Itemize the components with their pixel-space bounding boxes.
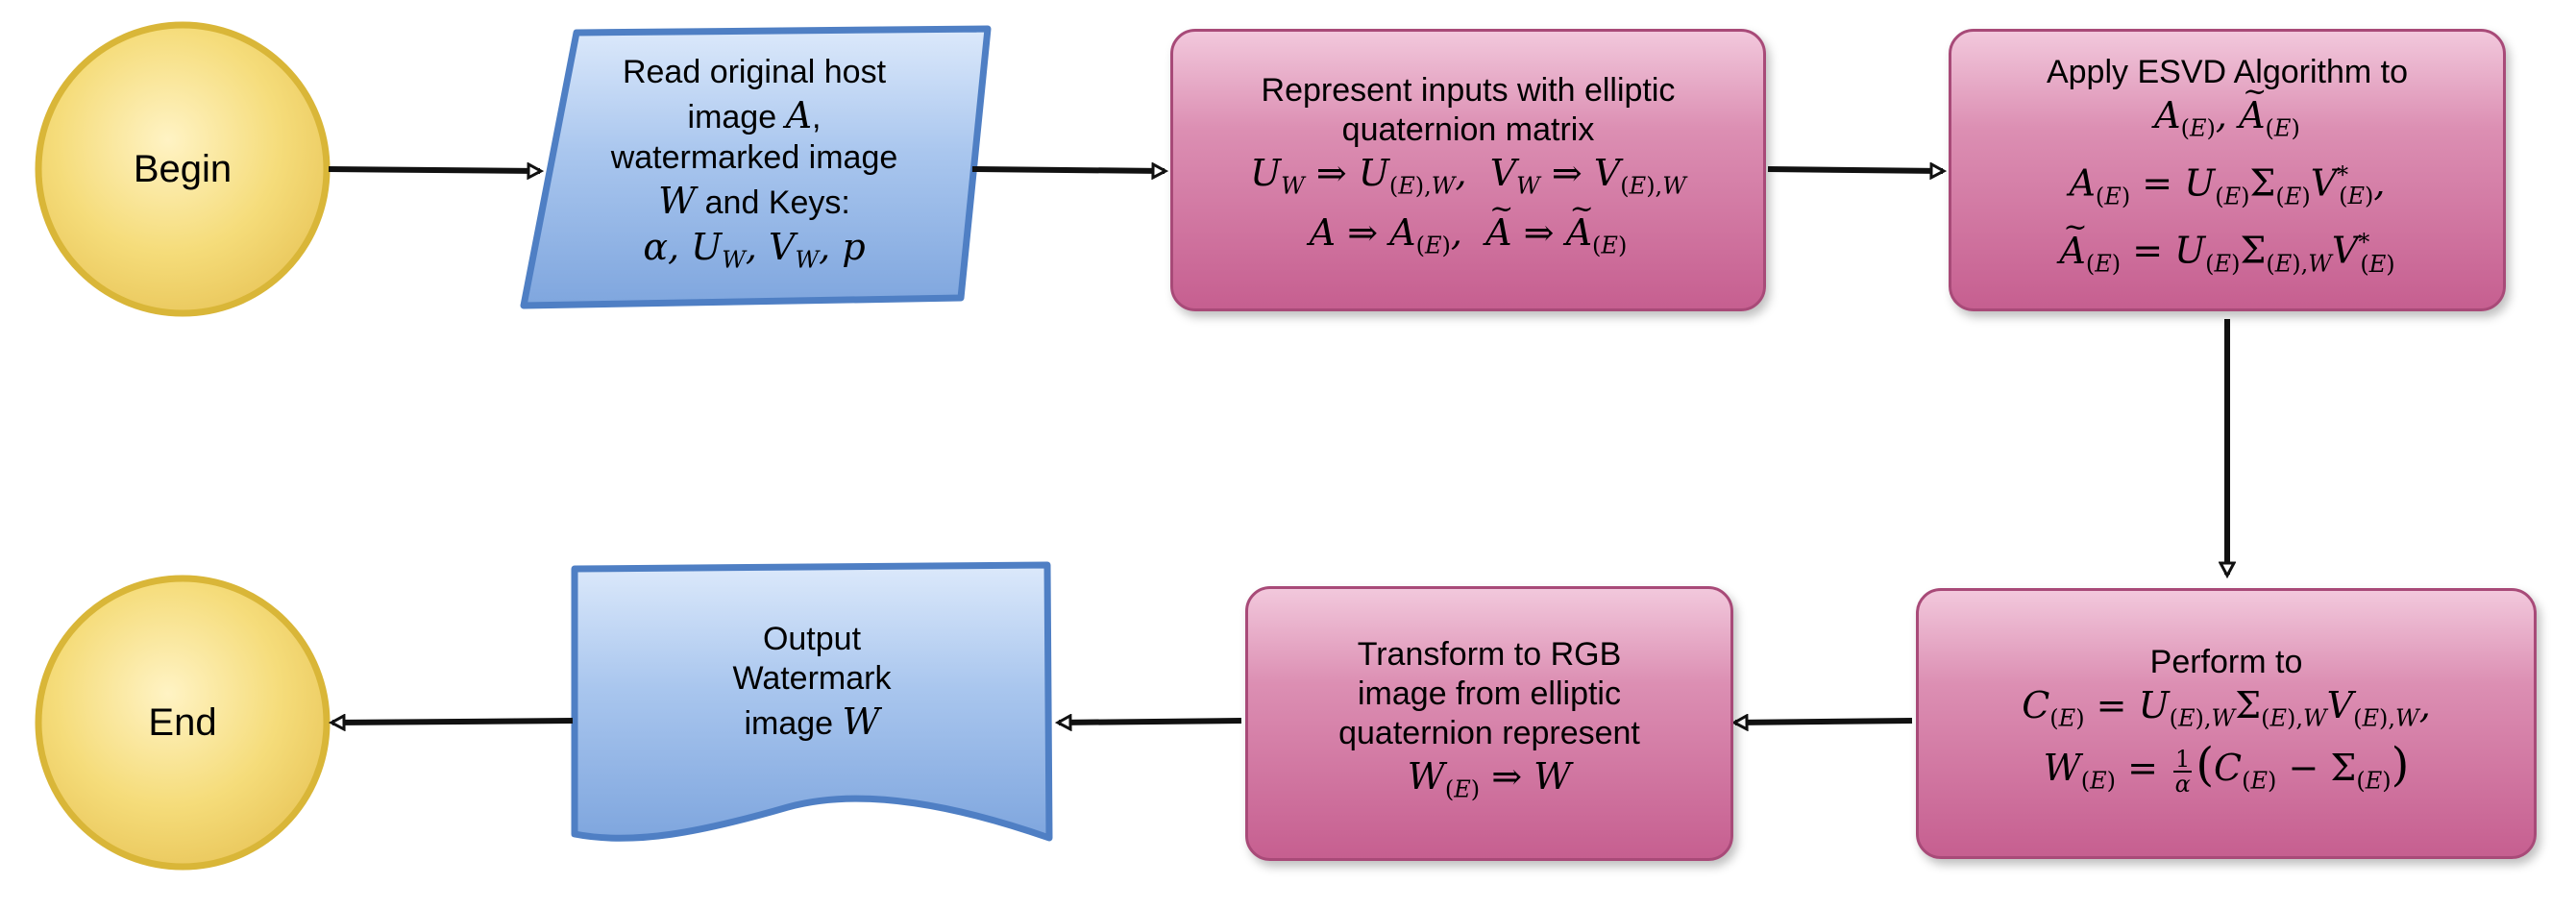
apply-formula-3: A(E) = U(E)Σ(E),WV*(E) — [2059, 205, 2394, 286]
end-node: End — [77, 684, 288, 761]
read-line-4-text: and Keys: — [704, 184, 850, 222]
represent-formula-1: UW ⇒ U(E),W, VW ⇒ V(E),W — [1250, 152, 1686, 200]
arrow-output-to-end — [332, 721, 574, 723]
begin-terminal-shape — [35, 21, 331, 317]
output-line-3-text: image — [744, 705, 834, 742]
perform-node: Perform to C(E) = U(E),WΣ(E),WV(E),W, W(… — [1916, 588, 2537, 859]
end-label: End — [148, 701, 217, 744]
transform-line-1: Transform to RGB — [1357, 635, 1622, 673]
end-terminal-shape — [35, 575, 331, 871]
represent-line-1: Represent inputs with elliptic — [1261, 72, 1676, 110]
read-line-2: image A, — [687, 94, 822, 137]
read-keys-formula: α, UW, VW, p — [643, 226, 866, 274]
math-W-output: W — [842, 700, 880, 743]
apply-formula-1: A(E), A(E) — [2154, 69, 2300, 152]
transform-node: Transform to RGB image from elliptic qua… — [1245, 586, 1733, 861]
output-line-3: image W — [744, 699, 879, 745]
output-node: Output Watermark image W — [577, 596, 1047, 769]
represent-node: Represent inputs with elliptic quaternio… — [1170, 29, 1766, 311]
perform-line-1: Perform to — [2149, 644, 2303, 681]
output-document-shape — [571, 561, 1053, 842]
read-line-1: Read original host — [622, 54, 887, 91]
transform-formula: W(E) ⇒ W — [1407, 754, 1572, 803]
arrow-transform-to-output — [1059, 721, 1242, 723]
output-line-2: Watermark — [732, 660, 892, 697]
apply-line-1: Apply ESVD Algorithm to — [2046, 54, 2409, 91]
read-input-shape — [520, 25, 992, 309]
arrow-represent-to-apply — [1767, 169, 1943, 171]
represent-formula-2: A ⇒ A(E), A ⇒ A(E) — [1310, 186, 1628, 269]
perform-formula-1: C(E) = U(E),WΣ(E),WV(E),W, — [2022, 684, 2431, 732]
transform-line-2: image from elliptic — [1358, 675, 1621, 712]
apply-esvd-node: Apply ESVD Algorithm to A(E), A(E) A(E) … — [1949, 29, 2506, 311]
math-A: A — [785, 94, 813, 137]
arrow-read-to-represent — [971, 169, 1165, 171]
math-W: W — [658, 180, 697, 223]
represent-line-2: quaternion matrix — [1341, 111, 1595, 149]
read-input-node: Read original host image A, watermarked … — [538, 38, 970, 298]
arrow-perform-to-transform — [1735, 721, 1913, 723]
transform-line-3: quaternion represent — [1338, 714, 1640, 751]
read-line-4: W and Keys: — [658, 178, 850, 224]
read-line-3: watermarked image — [610, 139, 898, 177]
arrow-begin-to-read — [328, 169, 540, 171]
apply-formula-2: A(E) = U(E)Σ(E)V*(E), — [2069, 161, 2386, 210]
output-line-1: Output — [762, 621, 862, 657]
begin-node: Begin — [77, 131, 288, 208]
read-line-2-text: image — [687, 99, 777, 136]
begin-label: Begin — [133, 148, 233, 190]
